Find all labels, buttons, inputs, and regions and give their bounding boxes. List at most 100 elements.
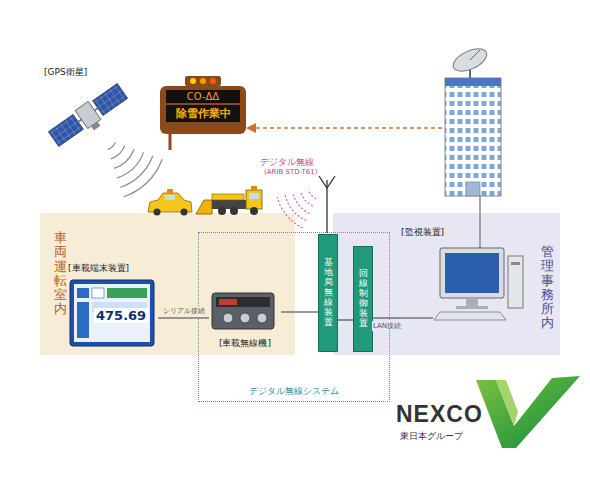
- office-building-part: [466, 182, 480, 196]
- snow-plow-truck-part: [212, 200, 246, 209]
- logo-subtext: 東日本グループ: [400, 430, 463, 443]
- wave-stroke: [120, 156, 152, 188]
- monitor-pc-part: [508, 256, 523, 308]
- gps-signal-waves: [108, 142, 162, 197]
- office-building-part: [445, 78, 501, 86]
- signal-label: デジタル無線: [260, 156, 314, 169]
- monitor-pc-part: [445, 253, 499, 293]
- sign-lights-part: [200, 78, 206, 84]
- car-radio-device-part: [212, 293, 274, 329]
- road-sign: CO-ΔΔ 除雪作業中: [160, 86, 246, 134]
- gps-satellite: [47, 82, 131, 152]
- sign-lights-part: [210, 78, 216, 84]
- car-radio-device-part: [257, 313, 267, 323]
- snow-plow-truck-part: [246, 190, 262, 209]
- node-title: [車載端末装置]: [68, 262, 158, 275]
- office-building-part: [445, 78, 501, 196]
- connector-line: [281, 311, 318, 313]
- node-title: 管理事務所内: [541, 245, 554, 331]
- car-terminal-device-part: [92, 288, 104, 298]
- snow-plow-truck-part: [249, 193, 259, 199]
- radio-waves: [277, 189, 316, 228]
- node-title: CO-ΔΔ: [166, 90, 240, 103]
- base-antenna: [319, 176, 335, 233]
- building-wire: [479, 196, 481, 250]
- wave-stroke: [108, 142, 116, 149]
- car-terminal-device-part: [77, 288, 89, 298]
- patrol-car-part: [165, 195, 175, 200]
- car-terminal-device: [70, 280, 154, 346]
- car-radio-device-part: [219, 299, 237, 305]
- node-value: 除雪作業中: [166, 105, 240, 122]
- wave-stroke: [301, 191, 313, 206]
- car-radio-device: [212, 293, 274, 329]
- node-title: 基地局無線装置: [324, 258, 333, 327]
- office-building: [445, 78, 501, 196]
- node-title: [車載無線機]: [209, 337, 281, 350]
- gps-satellite-part: [48, 115, 83, 147]
- nexco-logo-mark-part: [476, 376, 580, 448]
- gps-satellite-part: [93, 84, 128, 116]
- wave-stroke: [114, 149, 134, 168]
- wave-stroke: [124, 159, 163, 197]
- wave-stroke: [277, 197, 303, 228]
- notify-arrow: [247, 127, 442, 129]
- patrol-car-part: [167, 189, 173, 193]
- snow-plow-truck-part: [212, 194, 244, 200]
- car-terminal-device-part: [107, 288, 147, 298]
- node-title: デジタル無線システム: [199, 385, 389, 398]
- car-radio-device-part: [240, 313, 250, 323]
- node-title: 車両運転室内: [54, 231, 67, 317]
- region-band: 車両運転室内[車載端末装置] 475.69: [40, 213, 295, 355]
- snow-plow-truck-part: [230, 207, 238, 215]
- base-antenna-part: [319, 176, 335, 188]
- nexco-logo-mark: [476, 376, 580, 448]
- wave-stroke: [293, 193, 310, 213]
- patrol-car-part: [181, 209, 188, 216]
- monitor-pc-part: [456, 306, 488, 309]
- connector-line: [338, 319, 353, 321]
- snow-plow-truck-part: [218, 207, 226, 215]
- patrol-car-part: [154, 209, 161, 216]
- system-group-box: デジタル無線システム [車載無線機] 基地局無線装置 回線制御装置: [198, 232, 390, 402]
- connector-line: [373, 317, 401, 319]
- car-terminal-device-part: [70, 280, 154, 346]
- sign-lights-part: [190, 78, 196, 84]
- connector-label: LAN接続: [372, 321, 402, 331]
- snow-plow-truck: [196, 186, 262, 215]
- wave-stroke: [111, 146, 125, 159]
- sign-lights: [185, 76, 221, 86]
- terminal-device: [車載端末装置] 475.69: [68, 262, 158, 348]
- node-title: [監視装置]: [401, 226, 525, 239]
- nexco-logo-mark-part: [496, 380, 518, 426]
- monitor-device: [監視装置]: [401, 226, 525, 336]
- snow-plow-truck-part: [250, 207, 258, 215]
- car-radio-device-part: [216, 297, 270, 307]
- wave-stroke: [308, 189, 316, 198]
- sign-pole: [169, 133, 172, 150]
- logo-text: NEXCO: [396, 401, 483, 428]
- monitor-pc-part: [466, 298, 478, 306]
- monitor-pc-part: [440, 248, 504, 298]
- callout-label: [GPS衛星]: [44, 66, 87, 79]
- node-title: 回線制御装置: [359, 269, 368, 328]
- wave-stroke: [285, 195, 306, 221]
- monitor-pc-part: [511, 262, 520, 265]
- monitor-pc-part: [434, 312, 506, 320]
- equipment-box: 回線制御装置: [353, 246, 373, 352]
- car-terminal-device-part: [74, 284, 150, 342]
- snow-plow-truck-part: [196, 200, 212, 214]
- connector-label: シリアル接続: [162, 306, 206, 316]
- equipment-box: 基地局無線装置: [318, 234, 338, 352]
- satellite-dish: [450, 44, 490, 78]
- monitor-pc: [434, 248, 523, 320]
- satellite-dish-part: [470, 50, 480, 60]
- radio-device: [車載無線機]: [209, 291, 281, 351]
- car-terminal-device-part: [77, 302, 89, 338]
- lan-wire: [401, 317, 433, 319]
- gps-satellite-part: [91, 122, 100, 131]
- standard-label: (ARIB STD-T61): [264, 168, 317, 176]
- node-value: 475.69: [94, 308, 148, 323]
- connector-line: [158, 317, 209, 319]
